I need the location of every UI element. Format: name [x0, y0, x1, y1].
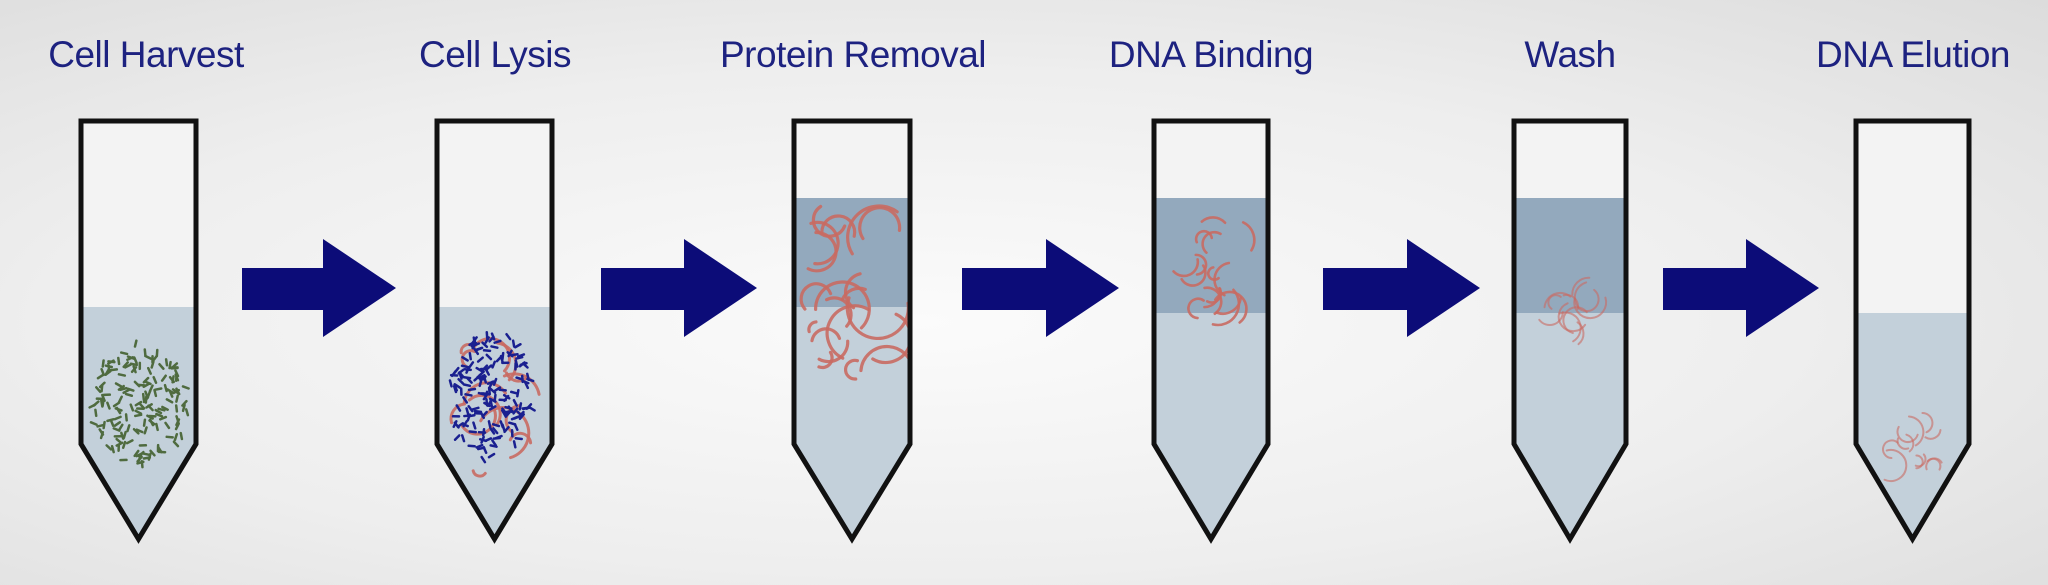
tube-dna-bound-washed [1511, 118, 1629, 544]
step-title-dna-elution: DNA Elution [1816, 34, 2011, 75]
tube-cells [78, 118, 199, 544]
step-title-protein-removal: Protein Removal [719, 34, 987, 75]
step-title-wash: Wash [1524, 34, 1616, 75]
tube-outline [78, 118, 199, 544]
tube-contents [1172, 216, 1256, 327]
upper-phase [1514, 198, 1626, 313]
arrow-right-icon [601, 239, 757, 337]
tube-contents [88, 339, 190, 469]
tube-dna-bound [1151, 118, 1271, 544]
arrow-right-icon [1323, 239, 1480, 337]
arrow-right-icon [962, 239, 1119, 337]
tube-outline [434, 118, 555, 544]
arrow-right-icon [1663, 239, 1819, 337]
tube-contents [1538, 276, 1608, 346]
tube-outline [1853, 118, 1972, 544]
step-title-cell-lysis: Cell Lysis [419, 34, 571, 75]
tube-contents [799, 204, 910, 381]
tube-dna-eluted [1853, 118, 1972, 544]
arrow-right-icon [242, 239, 396, 337]
tube-outline [1151, 118, 1271, 544]
liquid [1856, 313, 1969, 539]
upper-phase [1154, 198, 1268, 313]
tube-contents [1882, 411, 1943, 483]
step-title-cell-harvest: Cell Harvest [48, 34, 244, 75]
tube-lysate [434, 118, 555, 544]
tube-contents [448, 330, 541, 478]
tube-outline [1511, 118, 1629, 544]
liquid [1514, 313, 1626, 539]
tube-outline [791, 118, 913, 544]
tube-dna-in-upper-phase [791, 118, 913, 544]
liquid [1154, 313, 1268, 539]
step-title-dna-binding: DNA Binding [1108, 34, 1314, 75]
